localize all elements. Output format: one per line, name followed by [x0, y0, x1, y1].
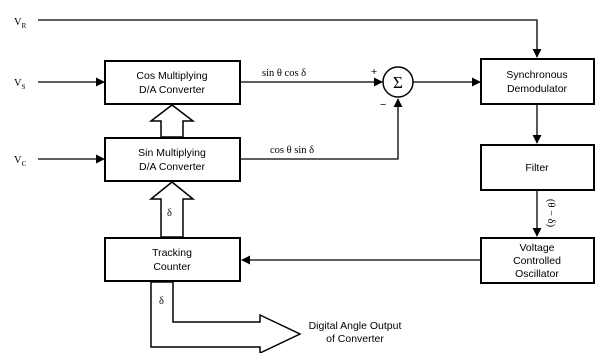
- summing-junction: Σ: [382, 66, 414, 98]
- minus-sign: −: [380, 99, 386, 111]
- sin-output-label: cos θ sin δ: [270, 145, 314, 156]
- error-signal-label: (θ − δ): [545, 199, 556, 228]
- digital-output-bus-arrow: [150, 281, 302, 353]
- output-label-line2: of Converter: [326, 333, 384, 345]
- tracking-counter-block: Tracking Counter: [104, 237, 241, 282]
- cos-output-label: sin θ cos δ: [262, 68, 306, 79]
- svg-text:D/A Converter: D/A Converter: [139, 161, 205, 173]
- vr-line: [38, 19, 542, 58]
- voltage-controlled-oscillator-block: Voltage Controlled Oscillator: [480, 237, 595, 284]
- svg-text:Tracking: Tracking: [152, 247, 192, 259]
- svg-text:Cos Multiplying: Cos Multiplying: [136, 70, 207, 82]
- synchronous-demodulator-block: Synchronous Demodulator: [480, 58, 595, 105]
- sin-multiplying-dac-block: Sin Multiplying D/A Converter: [104, 137, 241, 182]
- vr-label: VR: [14, 17, 27, 30]
- plus-sign: +: [371, 66, 377, 78]
- svg-text:Filter: Filter: [525, 162, 549, 174]
- svg-text:Oscillator: Oscillator: [515, 268, 559, 280]
- svg-text:Voltage: Voltage: [519, 242, 554, 254]
- sin-output-line: [240, 98, 403, 160]
- bus-arrow-counter-to-sin: [148, 181, 196, 238]
- vs-label: VS: [14, 78, 26, 91]
- svg-text:Sin Multiplying: Sin Multiplying: [138, 147, 206, 159]
- svg-text:Counter: Counter: [153, 261, 191, 273]
- delta-label-upper: δ: [167, 208, 172, 219]
- delta-label-lower: δ: [159, 296, 164, 307]
- sigma-symbol: Σ: [393, 73, 403, 92]
- filter-block: Filter: [480, 144, 595, 191]
- vc-label: VC: [14, 155, 27, 168]
- bus-arrow-sin-to-cos: [148, 104, 196, 138]
- output-label-line1: Digital Angle Output: [309, 320, 402, 332]
- cos-multiplying-dac-block: Cos Multiplying D/A Converter: [104, 60, 241, 105]
- svg-text:Controlled: Controlled: [513, 255, 561, 267]
- svg-text:Synchronous: Synchronous: [506, 69, 567, 81]
- svg-text:Demodulator: Demodulator: [507, 83, 568, 95]
- svg-text:D/A Converter: D/A Converter: [139, 84, 205, 96]
